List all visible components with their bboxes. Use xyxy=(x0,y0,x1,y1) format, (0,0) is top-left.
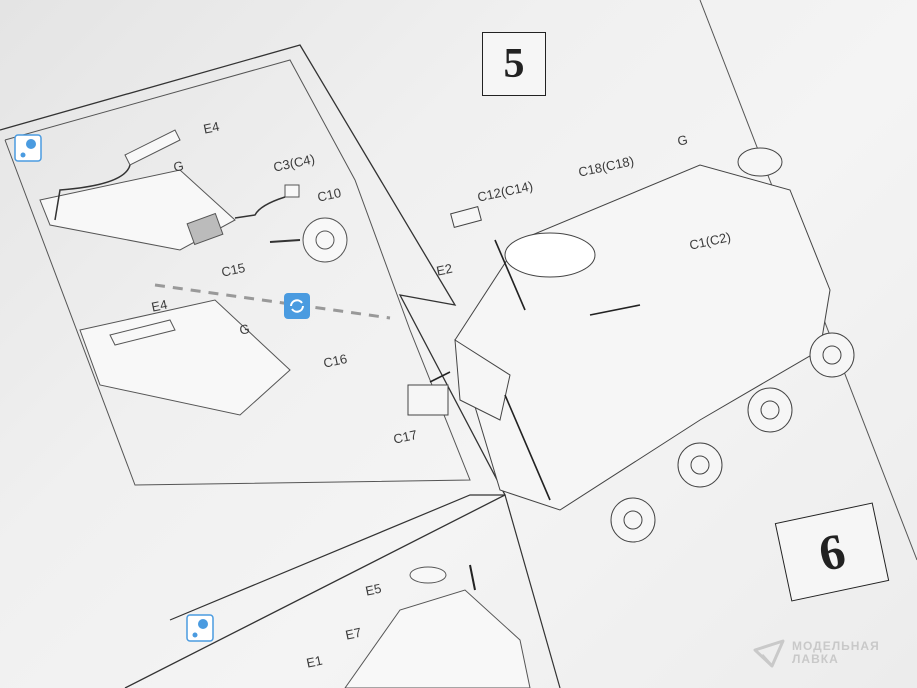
turret-step6 xyxy=(344,566,531,688)
attention-icon xyxy=(14,134,42,162)
main-vehicle xyxy=(407,147,855,543)
hull-detail-mid xyxy=(79,299,291,416)
step6-panel xyxy=(169,494,561,688)
assembly-arrow xyxy=(469,564,476,591)
watermark-line1: МОДЕЛЬНАЯ xyxy=(792,639,880,653)
watermark-line2: ЛАВКА xyxy=(792,652,839,666)
alternative-parts-icon xyxy=(284,293,310,319)
assembly-arrow xyxy=(54,164,131,221)
step5-inner-panel xyxy=(4,59,471,486)
variant-separator xyxy=(154,283,391,320)
assembly-arrow xyxy=(269,239,301,243)
attention-icon-step6 xyxy=(186,614,214,642)
main-assembly-arrows xyxy=(429,239,641,501)
hull-detail-top xyxy=(39,129,348,263)
paper-plane-logo-icon xyxy=(753,639,785,668)
step-5-number: 5 xyxy=(482,32,546,96)
step5-detail-panel xyxy=(0,44,506,688)
assembly-arrow xyxy=(234,196,286,219)
